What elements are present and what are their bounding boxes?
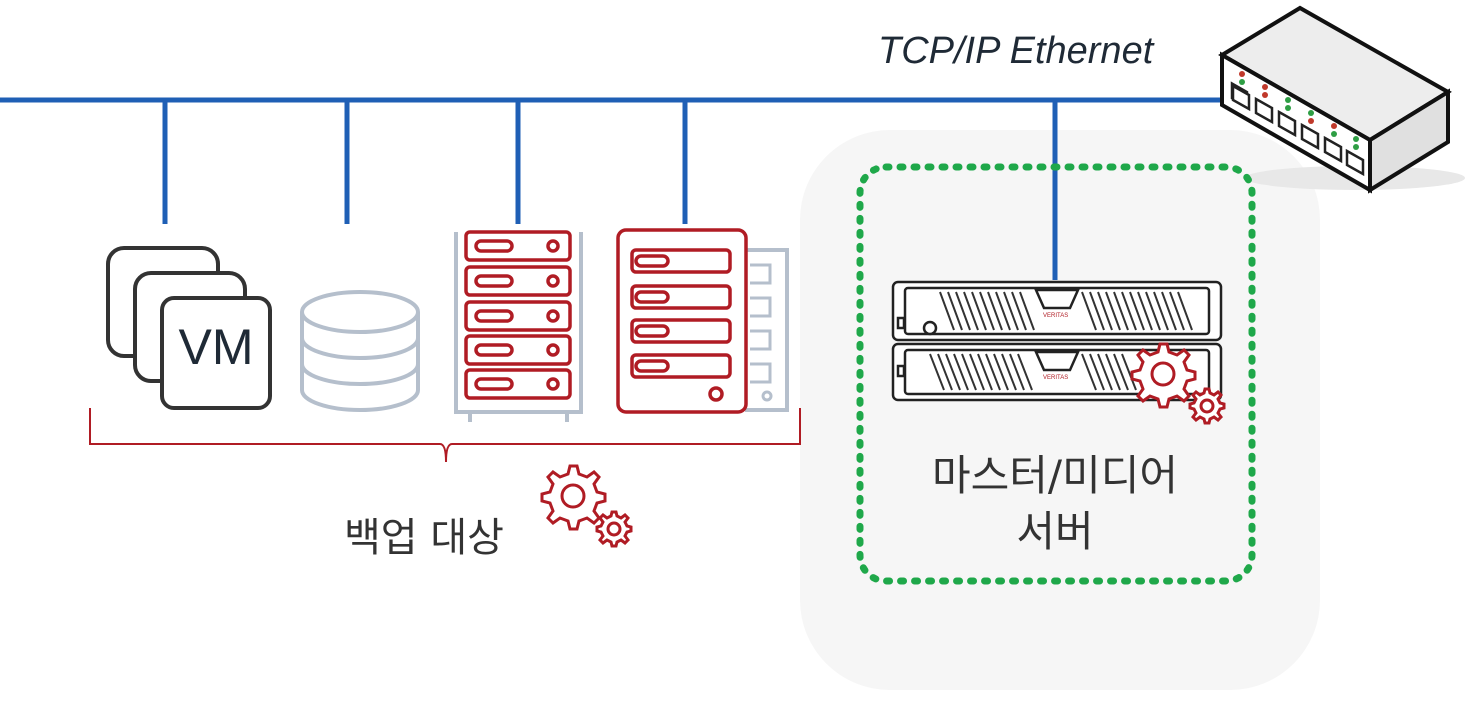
rack-server-icon [454,230,583,422]
backup-targets-label: 백업 대상 [344,515,504,561]
server-gears-icon [1130,342,1226,425]
server-label-line2: 서버 [1016,507,1094,556]
server-glow [800,130,1320,690]
brand-mark-bottom: VERITAS [1043,375,1068,381]
network-label: TCP/IP Ethernet [878,30,1154,72]
vm-stack-icon [106,246,272,410]
master-media-server-label: 마스터/미디어 서버 [860,448,1250,560]
gears-icon [540,464,633,548]
storage-array-icon [616,228,789,414]
ethernet-bus [0,97,1240,280]
server-label-line1: 마스터/미디어 [932,451,1178,500]
database-icon [300,290,420,412]
backup-targets-bracket [89,408,801,463]
network-switch-icon [1218,5,1465,194]
vm-label: VM [178,319,254,375]
brand-mark-top: VERITAS [1043,313,1068,319]
master-server-highlight [856,163,1256,585]
